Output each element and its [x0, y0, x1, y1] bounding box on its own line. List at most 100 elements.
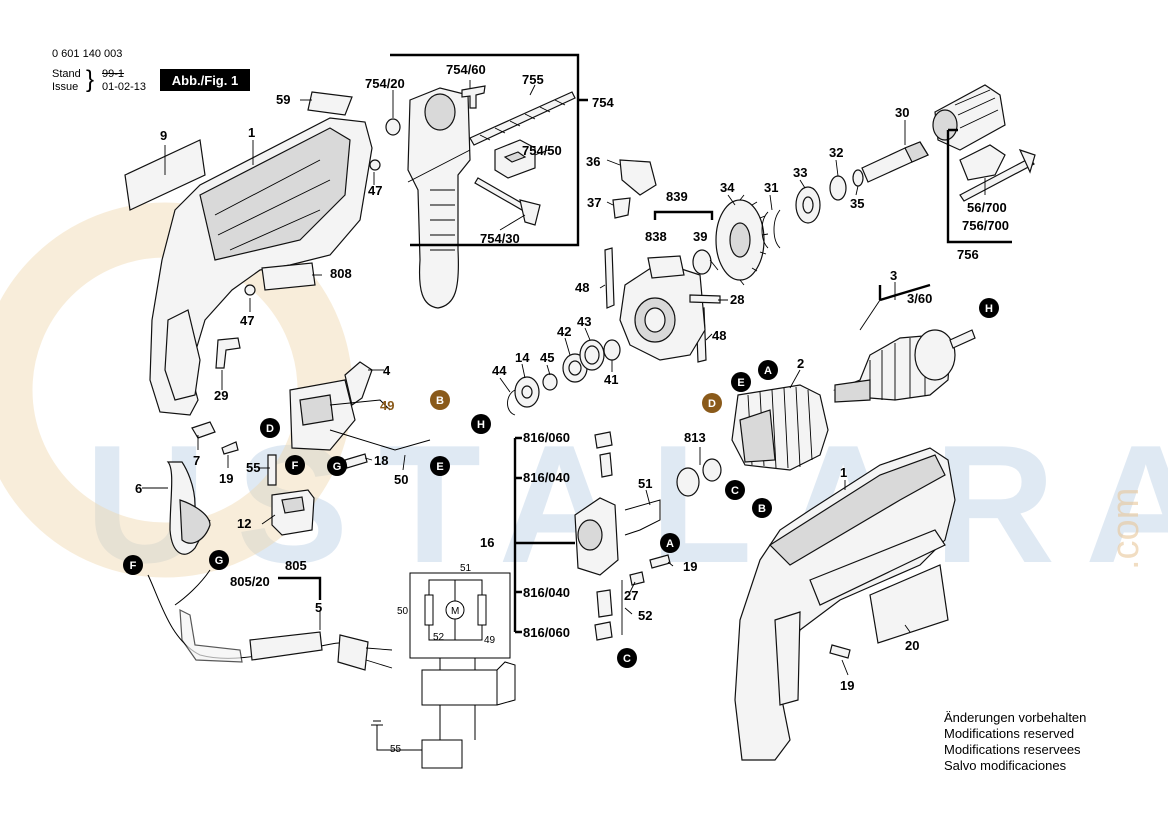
marker-c-bottom: C	[617, 648, 637, 668]
label-42: 42	[557, 324, 571, 339]
gear-34	[715, 194, 769, 286]
marker-f-label: F	[292, 460, 299, 472]
figure-badge: Abb./Fig. 1	[160, 69, 250, 91]
brace-icon: }	[86, 66, 95, 93]
label-816-040-bottom: 816/040	[523, 585, 570, 600]
stator-2	[731, 384, 829, 471]
auxiliary-handle-754	[385, 85, 576, 309]
washer-47-bottom	[244, 284, 256, 296]
screw-19-right	[829, 644, 851, 659]
label-37: 37	[587, 195, 601, 210]
knob-7	[191, 421, 216, 439]
watermark-text: USTALARA	[85, 410, 1168, 598]
housing-left-half	[149, 117, 373, 416]
label-plate-20	[869, 564, 949, 644]
label-754-30: 754/30	[480, 231, 520, 246]
label-839: 839	[666, 189, 688, 204]
label-41: 41	[604, 372, 618, 387]
label-2: 2	[797, 356, 804, 371]
brush-plate-16	[574, 431, 619, 641]
label-18: 18	[374, 453, 388, 468]
marker-d-right: D	[702, 393, 722, 413]
label-808: 808	[330, 266, 352, 281]
marker-b-right: B	[752, 498, 772, 518]
marker-b-label: B	[436, 395, 444, 407]
marker-b-label-2: B	[758, 503, 766, 515]
label-20: 20	[905, 638, 919, 653]
label-1-left: 1	[248, 125, 255, 140]
bracket-3	[878, 283, 931, 302]
marker-e-right: E	[731, 372, 751, 392]
label-16: 16	[480, 535, 494, 550]
power-cord-5	[147, 569, 393, 671]
marker-f-left: F	[285, 455, 305, 475]
label-27: 27	[624, 588, 638, 603]
label-754-20: 754/20	[365, 76, 405, 91]
washer-41	[603, 339, 621, 361]
marker-g-label: G	[333, 461, 342, 473]
label-51: 51	[638, 476, 652, 491]
watermark-domain: .com	[1105, 487, 1147, 570]
label-39: 39	[693, 229, 707, 244]
label-52: 52	[638, 608, 652, 623]
marker-h-label: H	[477, 419, 485, 431]
part-37	[612, 197, 631, 219]
marker-h-right: H	[979, 298, 999, 318]
leader-lines	[142, 80, 986, 676]
part-36	[619, 159, 657, 196]
label-6: 6	[135, 481, 142, 496]
label-31: 31	[764, 180, 778, 195]
label-19-left: 19	[219, 471, 233, 486]
label-32: 32	[829, 145, 843, 160]
pin-28	[689, 294, 721, 304]
label-756-700: 756/700	[962, 218, 1009, 233]
marker-c-label: C	[731, 485, 739, 497]
label-7: 7	[193, 453, 200, 468]
label-805: 805	[285, 558, 307, 573]
housing-right-half	[734, 447, 956, 761]
marker-a-label-2: A	[666, 538, 674, 550]
nut-39	[692, 249, 712, 275]
marker-b-left: B	[430, 390, 450, 410]
label-59: 59	[276, 92, 290, 107]
label-48-right: 48	[712, 328, 726, 343]
label-805-20: 805/20	[230, 574, 270, 589]
schematic-51: 51	[460, 563, 472, 574]
bracket-805	[278, 576, 322, 600]
label-plate-59	[307, 91, 353, 116]
label-756: 756	[957, 247, 979, 262]
screw-19-middle	[649, 554, 671, 569]
bracket-754	[390, 53, 588, 247]
marker-g-left: G	[327, 456, 347, 476]
part-813-b	[702, 458, 722, 482]
label-816-060-bottom: 816/060	[523, 625, 570, 640]
label-30: 30	[895, 105, 909, 120]
label-33: 33	[793, 165, 807, 180]
label-19-middle: 19	[683, 559, 697, 574]
marker-g-cord: G	[209, 550, 229, 570]
label-56-700: 56/700	[967, 200, 1007, 215]
spindle-30	[861, 141, 929, 183]
label-34: 34	[720, 180, 735, 195]
marker-a-bottom: A	[660, 533, 680, 553]
part-45	[542, 373, 558, 391]
note-de: Änderungen vorbehalten	[944, 710, 1087, 725]
bracket-756	[946, 128, 1012, 244]
chuck-key-56-700	[959, 144, 1036, 202]
marker-g-label-2: G	[215, 555, 224, 567]
bracket-839	[653, 210, 714, 220]
cover-12	[271, 489, 315, 536]
marker-h-left: H	[471, 414, 491, 434]
part-35	[852, 169, 864, 187]
label-47-top: 47	[368, 183, 382, 198]
part-number: 0 601 140 003	[52, 48, 123, 60]
marker-e-label-2: E	[737, 377, 744, 389]
label-4: 4	[383, 363, 391, 378]
lever-29	[215, 337, 241, 369]
schematic-50: 50	[397, 606, 409, 617]
label-19-right: 19	[840, 678, 854, 693]
chuck-756	[932, 84, 1006, 151]
marker-a-top: A	[758, 360, 778, 380]
label-5: 5	[315, 600, 322, 615]
